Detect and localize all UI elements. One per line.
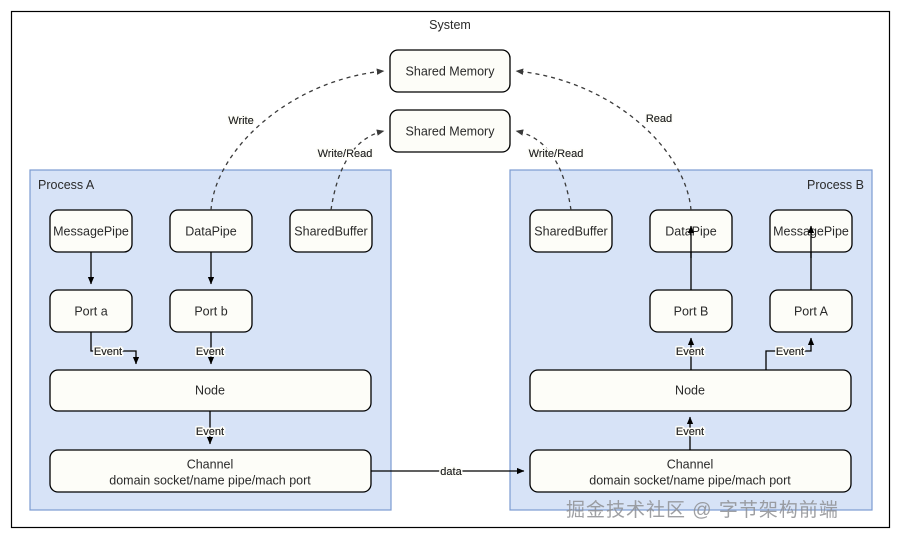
b-channel[interactable]: Channel domain socket/name pipe/mach por… — [529, 449, 852, 493]
edge-label-event-b-node: Event — [676, 426, 704, 438]
a-sharedbuffer[interactable]: SharedBuffer — [289, 209, 373, 253]
a-messagepipe-label: MessagePipe — [53, 224, 129, 238]
b-sharedbuffer-label: SharedBuffer — [534, 224, 607, 238]
a-channel-subtitle: domain socket/name pipe/mach port — [109, 473, 311, 487]
edge-label-writeread-right-bg: Write/Read — [529, 148, 584, 160]
edge-label-write-bg: Write — [228, 115, 253, 127]
a-channel-title: Channel — [187, 457, 234, 471]
edge-a-port-a-to-node — [90, 332, 140, 365]
b-port-a-label: Port A — [794, 304, 829, 318]
b-port-b[interactable]: Port B — [649, 289, 733, 333]
a-messagepipe[interactable]: MessagePipe — [49, 209, 133, 253]
b-port-a[interactable]: Port A — [769, 289, 853, 333]
b-channel-subtitle: domain socket/name pipe/mach port — [589, 473, 791, 487]
b-port-b-label: Port B — [674, 304, 709, 318]
shared-memory-top-label: Shared Memory — [406, 64, 496, 78]
edge-label-writeread-left: Write/Read — [318, 148, 373, 160]
system-label: System — [429, 18, 471, 32]
b-channel-title: Channel — [667, 457, 714, 471]
process-b-label: Process B — [807, 178, 864, 192]
shared-memory-bottom-box[interactable] — [389, 109, 511, 153]
a-port-b-label: Port b — [194, 304, 227, 318]
shared-memory-bottom-label: Shared Memory — [406, 124, 496, 138]
edge-label-write: Write — [228, 115, 253, 127]
b-node-label: Node — [675, 383, 705, 397]
edge-label-writeread-left-bg: Write/Read — [318, 148, 373, 160]
a-node-label: Node — [195, 383, 225, 397]
edge-label-read: Read — [646, 113, 672, 125]
edge-read-b-datapipe-to-shm-top — [515, 68, 692, 211]
edge-b-node-to-port-a — [765, 337, 815, 370]
edge-writeread-a-sharedbuffer-to-shm-bottom — [330, 129, 385, 211]
edge-label-data-bg: data — [440, 466, 462, 478]
b-sharedbuffer[interactable]: SharedBuffer — [529, 209, 613, 253]
a-sharedbuffer-label: SharedBuffer — [294, 224, 367, 238]
edge-label-event-a-port-a: Event — [94, 346, 122, 358]
a-channel[interactable]: Channel domain socket/name pipe/mach por… — [49, 449, 372, 493]
process-a-label: Process A — [38, 178, 95, 192]
a-port-a-label: Port a — [74, 304, 107, 318]
edge-label-event-b-port-b-bg: Event — [676, 346, 704, 358]
edge-write-a-datapipe-to-shm-top — [210, 68, 385, 211]
edge-label-event-a-node-bg: Event — [196, 426, 224, 438]
a-datapipe-label: DataPipe — [185, 224, 236, 238]
edge-label-read-bg: Read — [646, 113, 672, 125]
watermark-text: 掘金技术社区 @ 字节架构前端 — [566, 500, 839, 521]
a-port-b[interactable]: Port b — [169, 289, 253, 333]
b-node[interactable]: Node — [529, 369, 852, 412]
edge-label-event-a-port-a-bg: Event — [94, 346, 122, 358]
a-port-a[interactable]: Port a — [49, 289, 133, 333]
edge-label-event-a-node: Event — [196, 426, 224, 438]
shared-memory-top[interactable]: Shared Memory — [389, 49, 511, 93]
edge-label-event-a-port-b-bg: Event — [196, 346, 224, 358]
edge-label-event-b-port-a: Event — [776, 346, 804, 358]
edge-label-event-b-node-bg: Event — [676, 426, 704, 438]
edge-label-writeread-right: Write/Read — [529, 148, 584, 160]
a-node[interactable]: Node — [49, 369, 372, 412]
shared-memory-bottom[interactable]: Shared Memory — [389, 109, 511, 153]
shared-memory-top-box[interactable] — [389, 49, 511, 93]
edge-label-event-b-port-b: Event — [676, 346, 704, 358]
edge-label-event-a-port-b: Event — [196, 346, 224, 358]
edge-label-event-b-port-a-bg: Event — [776, 346, 804, 358]
edge-label-data: data — [440, 466, 462, 478]
a-datapipe[interactable]: DataPipe — [169, 209, 253, 253]
